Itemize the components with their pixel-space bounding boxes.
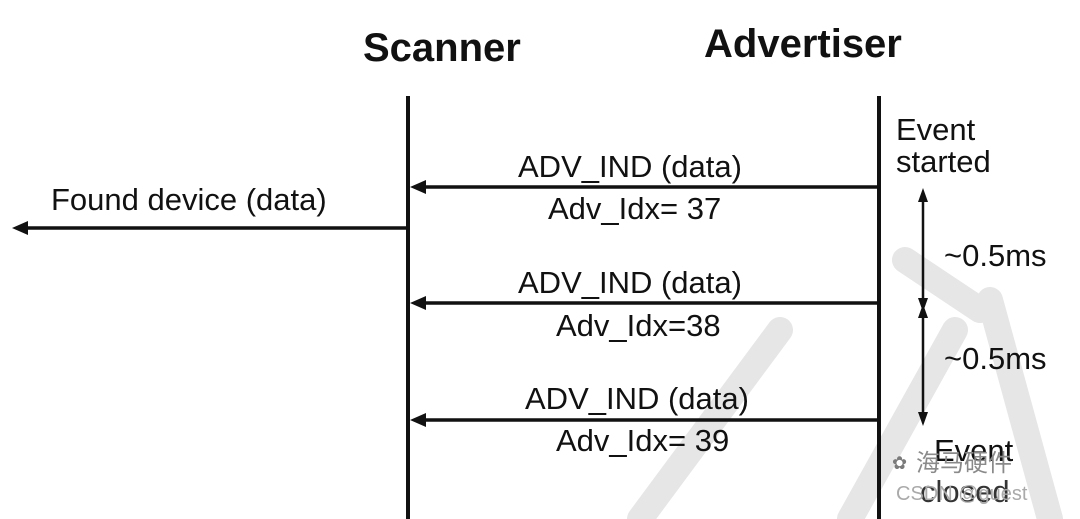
event-start-label-line2: started [896, 144, 991, 179]
interval-arrow-2 [918, 304, 928, 426]
message-label-3: ADV_IND (data) [525, 381, 749, 416]
watermark-csdn: CSDN @guest [896, 483, 1028, 505]
message-label-2: ADV_IND (data) [518, 265, 742, 300]
message-index-1: Adv_Idx= 37 [548, 191, 722, 226]
event-end-label-line2: closed [920, 474, 1010, 509]
message-index-2: Adv_Idx=38 [556, 308, 721, 343]
watermark-wechat: 海马硬件 [916, 450, 1012, 477]
found-device-arrowhead [12, 221, 28, 235]
interval-arrow-1 [918, 188, 928, 312]
interval-label-1: ~0.5ms [944, 238, 1047, 273]
message-arrowhead-2 [410, 296, 426, 310]
event-end-label-line1: Event [934, 433, 1014, 468]
event-start-label-line1: Event [896, 112, 976, 147]
message-arrowhead-1 [410, 180, 426, 194]
message-arrowhead-3 [410, 413, 426, 427]
message-label-1: ADV_IND (data) [518, 149, 742, 184]
scanner-header: Scanner [363, 26, 521, 70]
wechat-icon: ✿ [892, 453, 908, 473]
advertiser-header: Advertiser [704, 22, 902, 66]
interval-label-2: ~0.5ms [944, 341, 1047, 376]
found-device-label: Found device (data) [51, 182, 327, 217]
message-index-3: Adv_Idx= 39 [556, 423, 730, 458]
watermark-stroke [627, 247, 1063, 519]
